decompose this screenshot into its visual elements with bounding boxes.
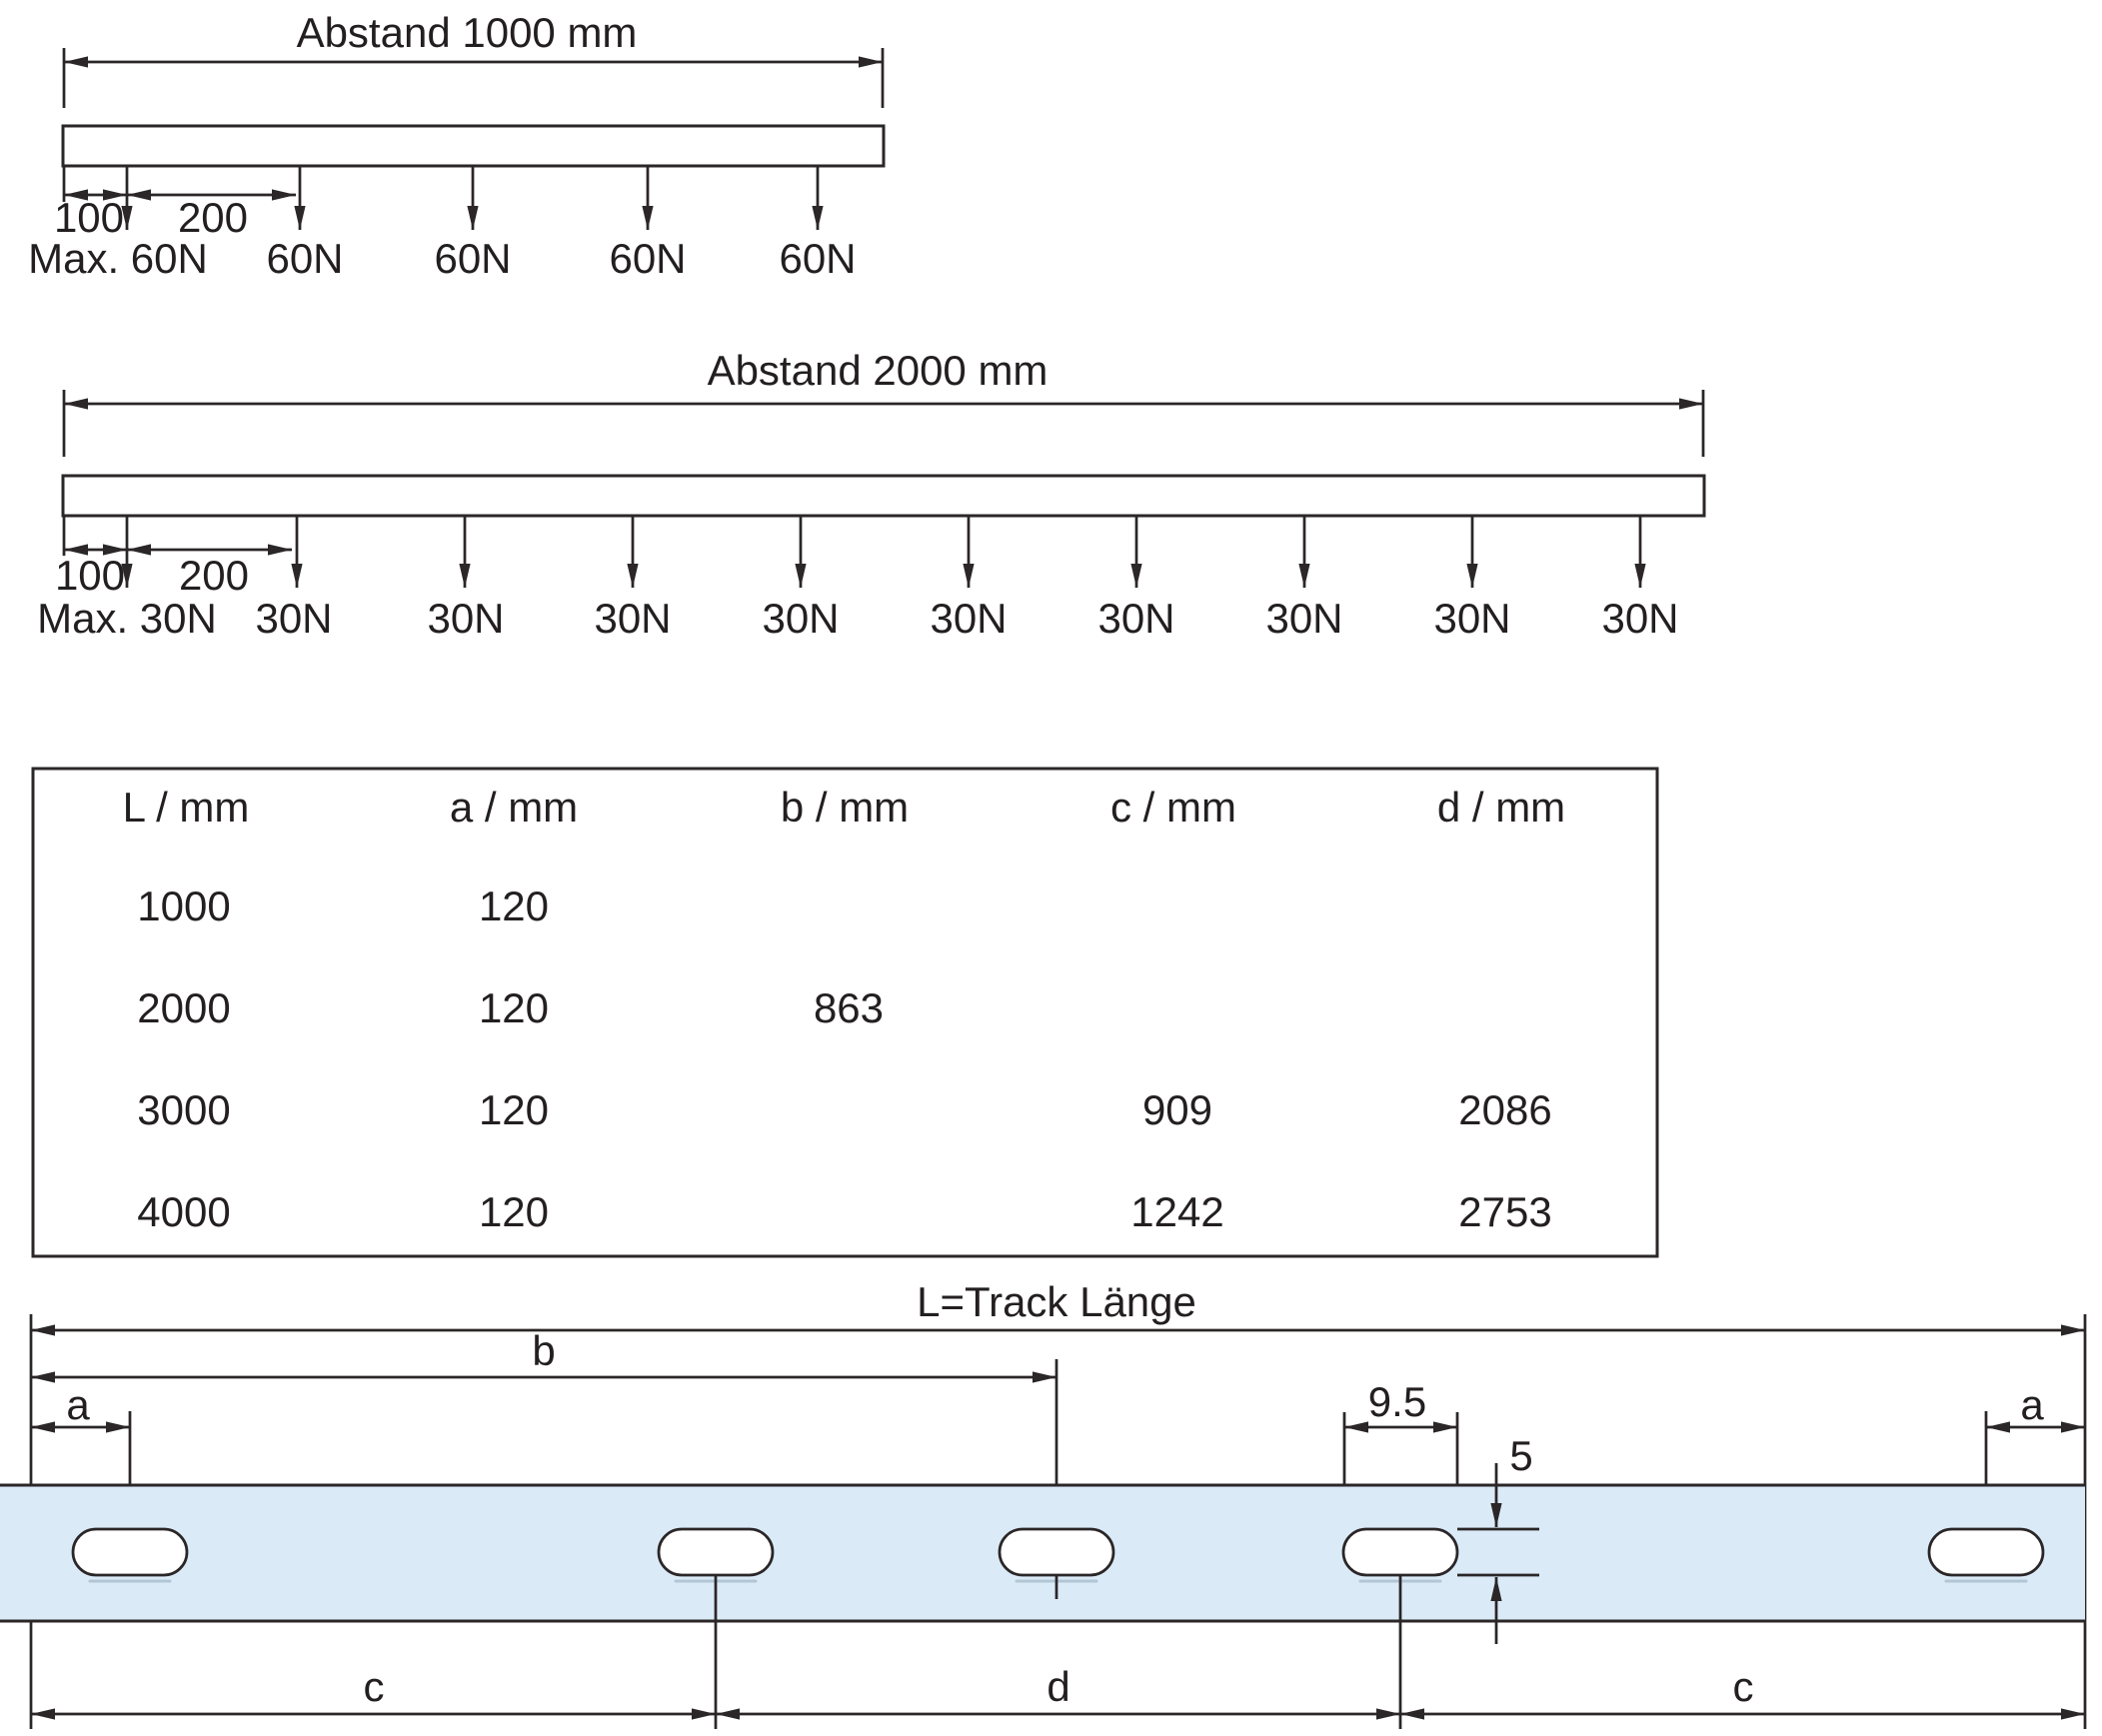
load-label: 30N: [1265, 595, 1342, 642]
mounting-slot: [71, 1527, 189, 1577]
cell-L: 3000: [137, 1086, 230, 1133]
table-row: 4000 120 1242 2753: [137, 1188, 1551, 1235]
beam-2000: [61, 474, 1706, 518]
cell-L: 2000: [137, 984, 230, 1031]
load-label: 30N: [762, 595, 839, 642]
table-border: [31, 767, 1659, 1258]
load-diagram-1000mm: Abstand 1000 mm 100 200 Max. 60N 60N 60N…: [28, 9, 886, 282]
load-label: 30N: [1097, 595, 1174, 642]
cell-a: 120: [479, 984, 549, 1031]
dim-label-b: b: [532, 1327, 555, 1374]
cell-a: 120: [479, 882, 549, 929]
dim-label-200: 200: [179, 552, 249, 599]
dim-label-a-left: a: [66, 1381, 90, 1428]
mounting-slot: [1341, 1527, 1459, 1577]
dim-label-c-left: c: [364, 1663, 385, 1710]
diagram1-title: Abstand 1000 mm: [297, 9, 638, 56]
dim-label-d: d: [1047, 1663, 1069, 1710]
cell-c: 909: [1142, 1086, 1212, 1133]
load-label: Max. 60N: [28, 235, 208, 282]
col-header-c: c / mm: [1110, 784, 1236, 831]
load-label: 60N: [609, 235, 686, 282]
load-label: 60N: [266, 235, 343, 282]
load-label: 30N: [594, 595, 671, 642]
dim-label-slot-height: 5: [1509, 1432, 1532, 1479]
col-header-d: d / mm: [1437, 784, 1565, 831]
col-header-a: a / mm: [450, 784, 578, 831]
dim-label-slot-width: 9.5: [1368, 1378, 1426, 1425]
load-label: 60N: [434, 235, 511, 282]
cell-d: 2753: [1458, 1188, 1551, 1235]
track-profile-drawing: L=Track Länge b a a 9.5: [0, 1278, 2087, 1729]
mounting-slot: [657, 1527, 775, 1577]
cell-L: 1000: [137, 882, 230, 929]
cell-b: 863: [814, 984, 884, 1031]
table-row: 3000 120 909 2086: [137, 1086, 1551, 1133]
load-label: 30N: [1601, 595, 1678, 642]
cell-a: 120: [479, 1086, 549, 1133]
dim-label-200: 200: [178, 194, 248, 241]
dim-label-100: 100: [54, 194, 124, 241]
dim-label-c-right: c: [1733, 1663, 1754, 1710]
mounting-slot: [998, 1527, 1115, 1577]
load-diagram-2000mm: Abstand 2000 mm 100 200 Max. 30N 30N 30N…: [37, 347, 1706, 642]
col-header-b: b / mm: [781, 784, 909, 831]
cell-a: 120: [479, 1188, 549, 1235]
track-title: L=Track Länge: [917, 1278, 1196, 1325]
dim-label-100: 100: [55, 552, 125, 599]
load-label: 60N: [779, 235, 856, 282]
load-label: 30N: [427, 595, 504, 642]
diagram2-title: Abstand 2000 mm: [708, 347, 1049, 394]
cell-d: 2086: [1458, 1086, 1551, 1133]
load-label: 30N: [930, 595, 1007, 642]
dimension-table: L / mm a / mm b / mm c / mm d / mm 1000 …: [31, 767, 1659, 1258]
load-label: 30N: [1433, 595, 1510, 642]
load-label: Max. 30N: [37, 595, 217, 642]
table-row: 2000 120 863: [137, 984, 884, 1031]
table-row: 1000 120: [137, 882, 549, 929]
beam-1000: [61, 124, 886, 168]
cell-c: 1242: [1130, 1188, 1223, 1235]
col-header-L: L / mm: [123, 784, 250, 831]
cell-L: 4000: [137, 1188, 230, 1235]
mounting-slot: [1927, 1527, 2045, 1577]
load-label: 30N: [255, 595, 332, 642]
dim-label-a-right: a: [2020, 1381, 2044, 1428]
